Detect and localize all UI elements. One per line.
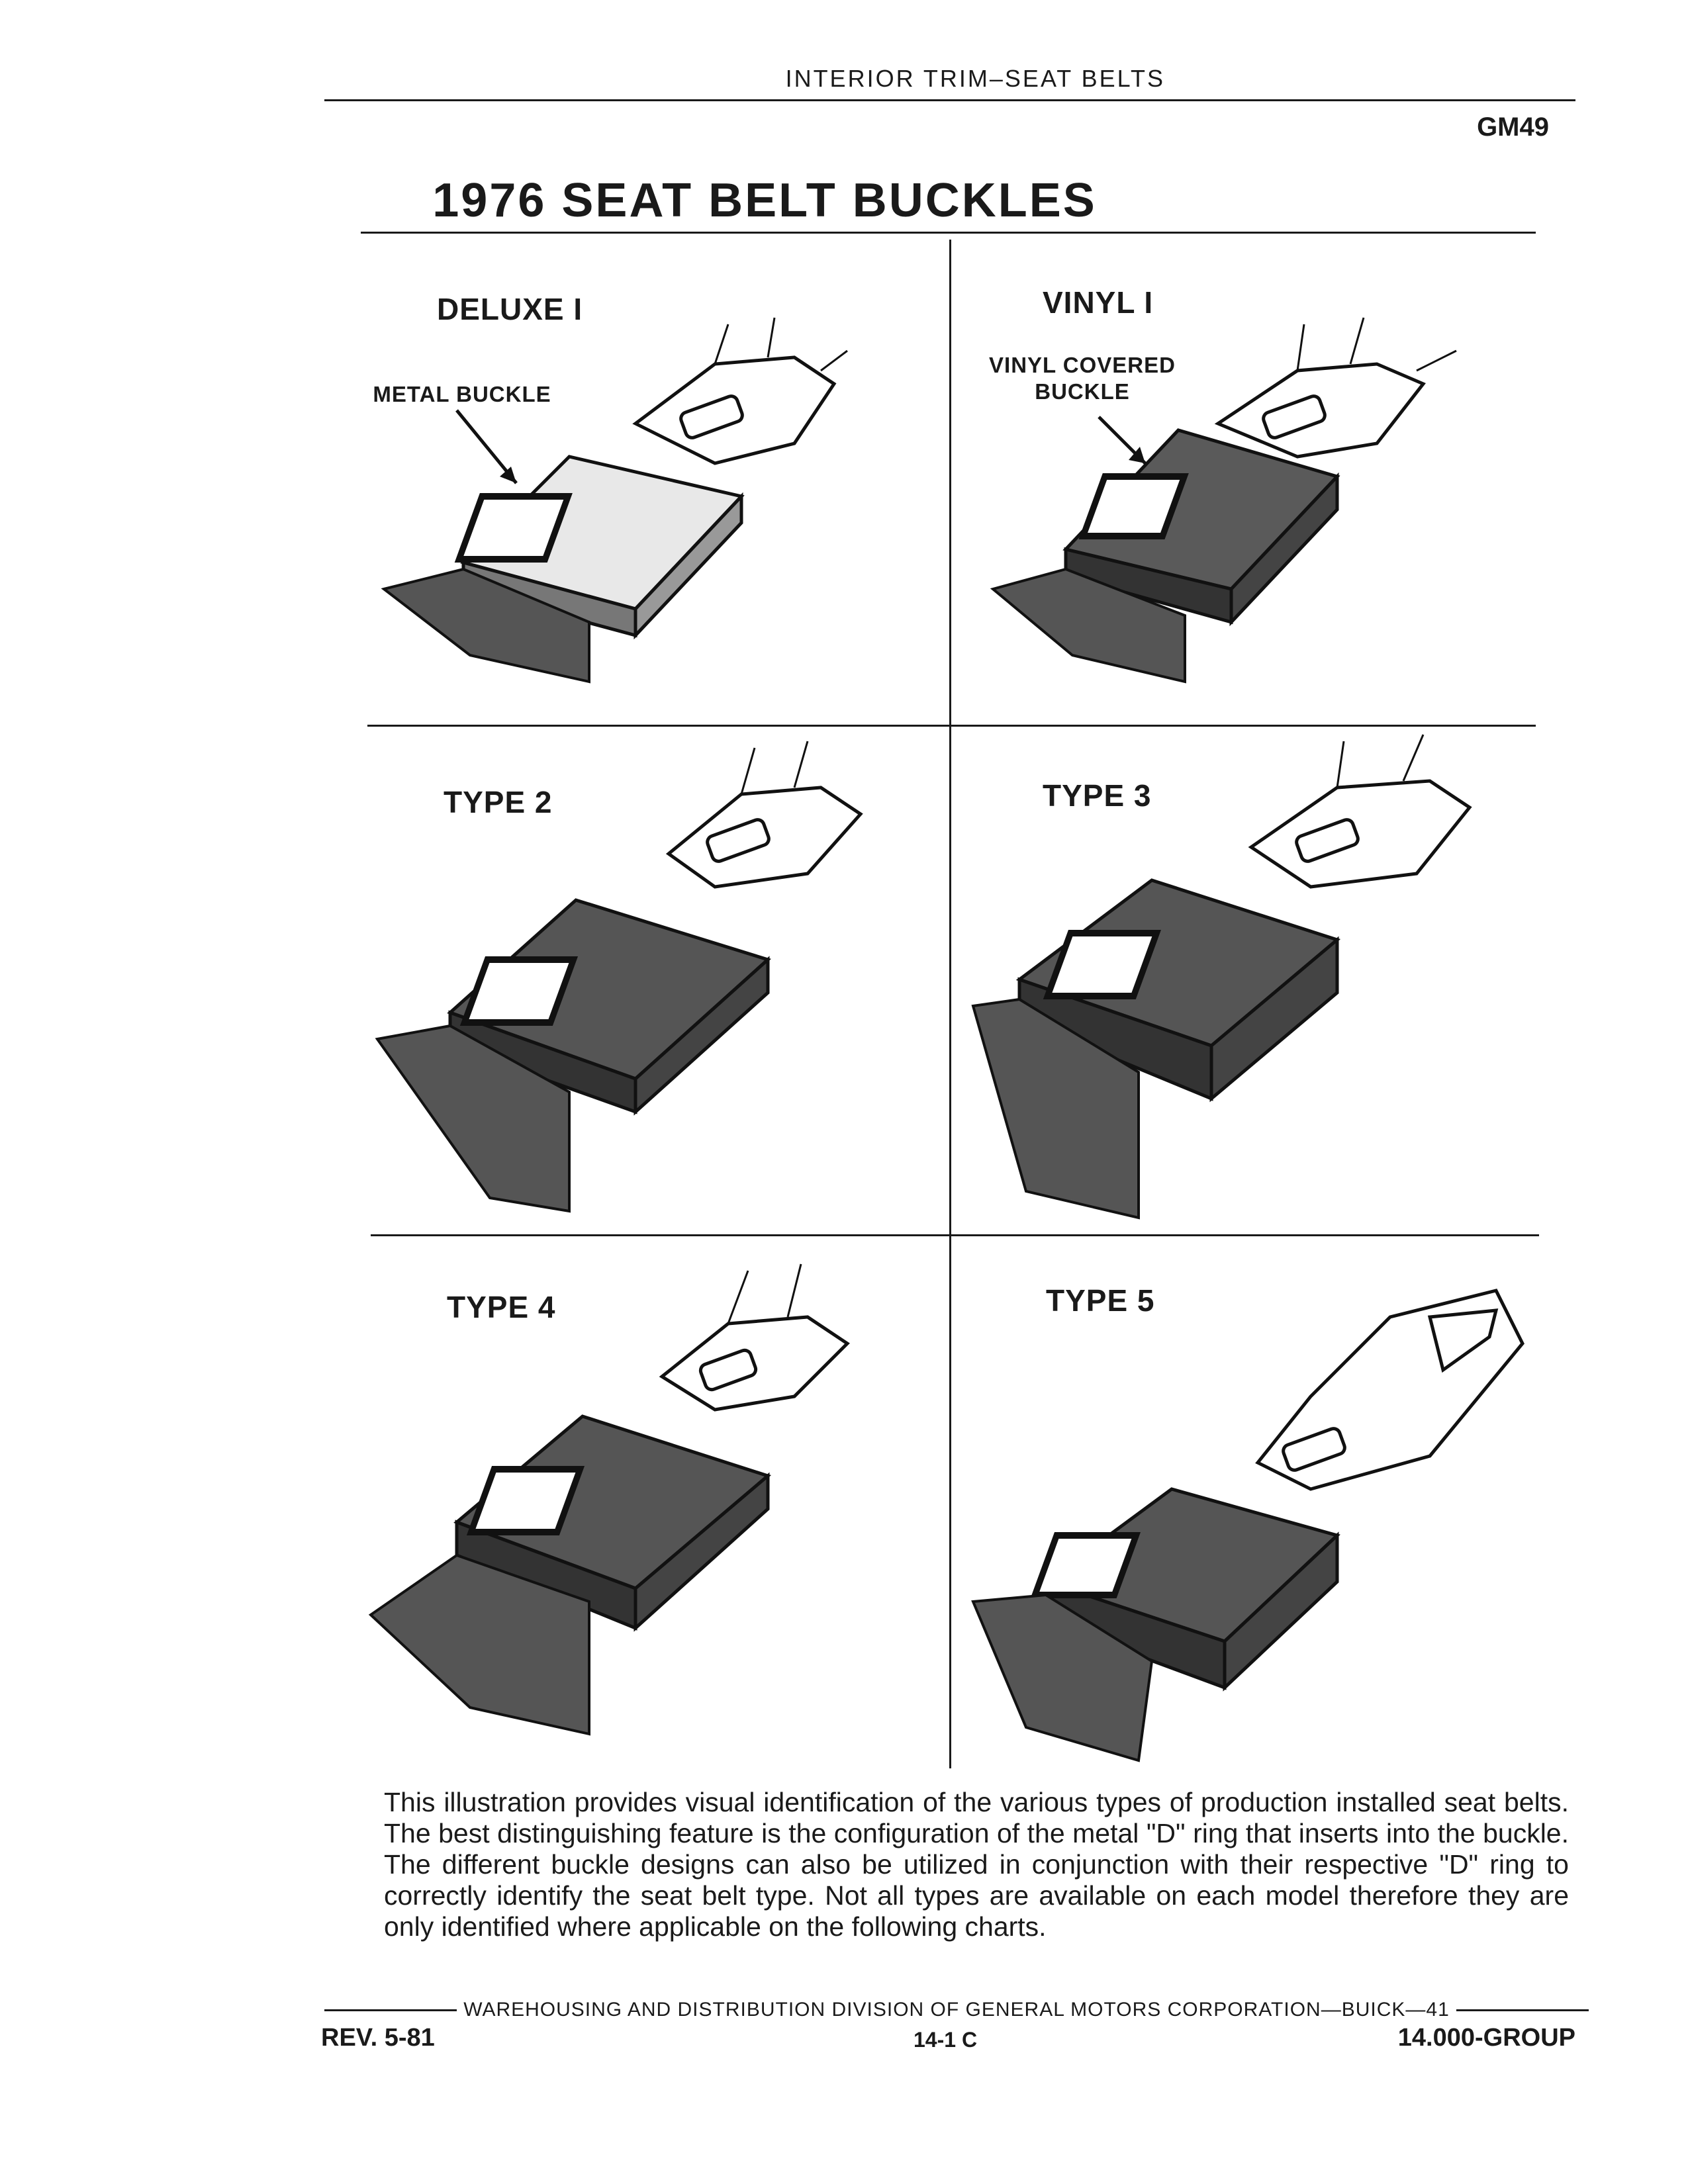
panel-label-type-4: TYPE 4 [447,1290,556,1324]
footer-publisher: WAREHOUSING AND DISTRIBUTION DIVISION OF… [463,1999,1450,2021]
section-header: INTERIOR TRIM–SEAT BELTS [785,65,1165,92]
footer-publisher-line: WAREHOUSING AND DISTRIBUTION DIVISION OF… [324,1999,1589,2021]
panel-label-type-2: TYPE 2 [444,785,553,819]
footer-rule-left [324,2009,457,2011]
footer-rule-right [1456,2009,1589,2011]
type-4-buckle-illustration [368,1263,850,1736]
grid-row-divider-1 [367,725,1536,727]
header-rule [324,99,1575,101]
grid-row-divider-2 [371,1234,1539,1236]
footer-page-number: 14-1 C [914,2028,978,2052]
type-5-buckle-illustration [971,1289,1524,1762]
page-code: GM49 [1477,113,1549,142]
page-title: 1976 SEAT BELT BUCKLES [432,174,1097,227]
vinyl-buckle-illustration [990,317,1457,684]
panel-label-type-3: TYPE 3 [1043,778,1152,813]
footer-group: 14.000-GROUP [1397,2024,1575,2052]
title-rule [361,232,1536,234]
description-paragraph: This illustration provides visual identi… [384,1787,1569,1942]
footer-revision: REV. 5-81 [321,2024,435,2052]
panel-label-vinyl: VINYL I [1043,285,1154,320]
grid-vertical-divider [949,240,951,1768]
callout-vinyl-covered-buckle: VINYL COVERED BUCKLE [989,353,1176,404]
deluxe-buckle-illustration [381,317,848,684]
type-2-buckle-illustration [375,741,863,1213]
callout-metal-buckle: METAL BUCKLE [373,382,551,406]
panel-label-type-5: TYPE 5 [1046,1283,1155,1318]
type-3-buckle-illustration [971,734,1472,1220]
panel-label-deluxe: DELUXE I [437,292,583,326]
